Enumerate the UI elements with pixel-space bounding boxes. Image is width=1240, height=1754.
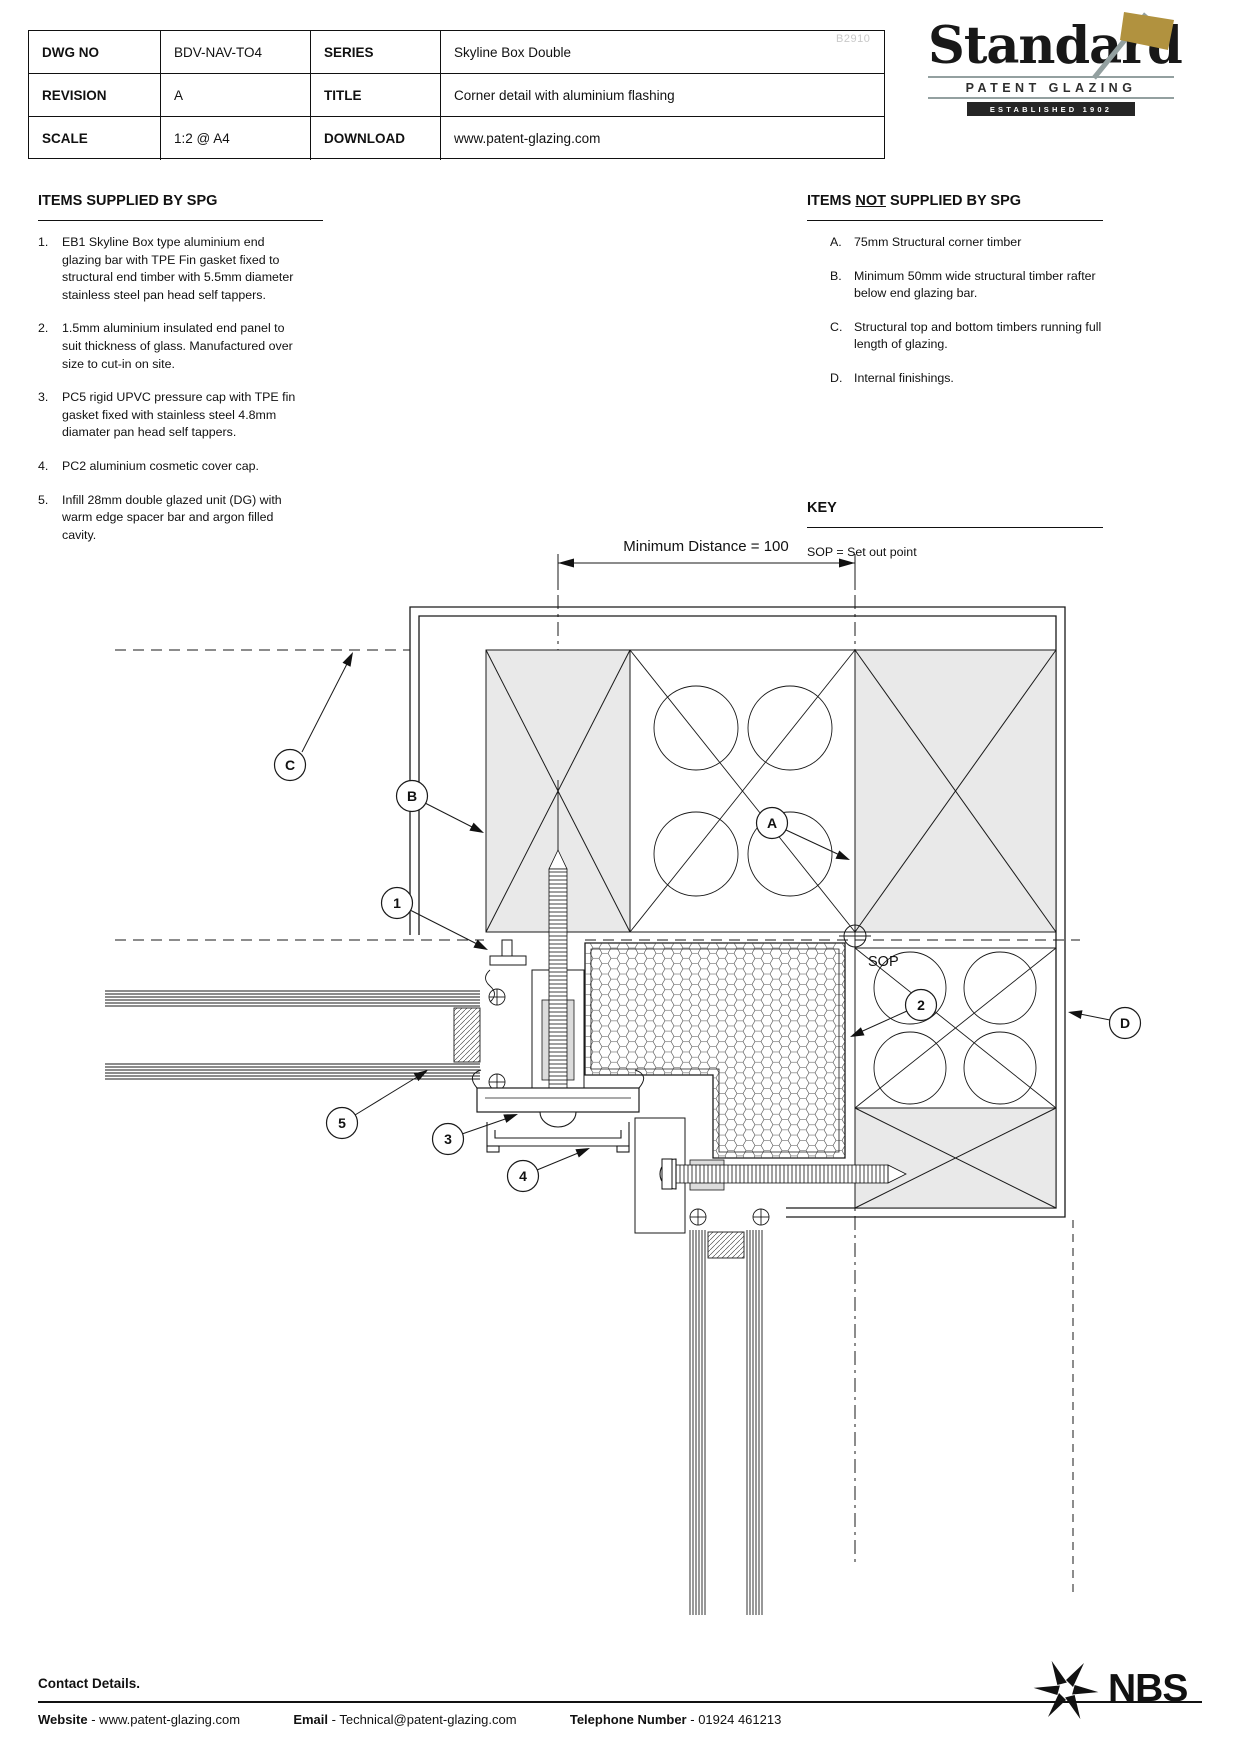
dwg-no-label: DWG NO	[29, 31, 161, 74]
phone-label: Telephone Number	[569, 1712, 687, 1727]
insulation-zone-top	[629, 649, 856, 933]
screw-head	[539, 1111, 577, 1128]
svg-text:A: A	[767, 815, 777, 831]
spacer-bar	[453, 1007, 481, 1063]
svg-text:C: C	[285, 757, 295, 773]
self-tapper-screw-horizontal	[659, 1158, 907, 1190]
spacer-bar	[707, 1231, 745, 1259]
title-block-table: DWG NO BDV-NAV-TO4 SERIES Skyline Box Do…	[28, 30, 885, 160]
svg-text:4: 4	[519, 1168, 527, 1184]
sheet-ref-note: B2910	[836, 33, 871, 45]
callout-5: 5	[325, 1070, 428, 1140]
download-label: DOWNLOAD	[311, 117, 441, 160]
website-value[interactable]: - www.patent-glazing.com	[91, 1712, 241, 1727]
flag-icon	[1092, 12, 1174, 80]
callout-3: 3	[431, 1114, 518, 1156]
pressure-cap	[471, 1069, 645, 1128]
logo-established-badge: ESTABLISHED 1902	[967, 101, 1135, 116]
nbs-logo: NBS	[1030, 1650, 1188, 1728]
title-value: Corner detail with aluminium flashing	[441, 74, 884, 117]
sop-label: SOP	[868, 954, 899, 970]
svg-text:2: 2	[917, 997, 925, 1013]
callout-c: C	[273, 652, 353, 782]
corner-detail-drawing: SOP Minimum Distance = 100 C B	[105, 538, 1142, 1615]
double-glazed-unit-vertical	[689, 1208, 770, 1615]
insulation-zone-right	[854, 947, 1057, 1109]
svg-text:D: D	[1120, 1015, 1130, 1031]
list-item: 1. EB1 Skyline Box type aluminium end gl…	[38, 235, 294, 302]
logo-subtitle: PATENT GLAZING	[928, 75, 1174, 99]
dwg-no-value: BDV-NAV-TO4	[161, 31, 311, 74]
list-item: 4. PC2 aluminium cosmetic cover cap.	[38, 459, 259, 474]
cover-cap	[486, 1122, 630, 1153]
list-item: C. Structural top and bottom timbers run…	[830, 319, 1102, 352]
svg-text:5: 5	[338, 1115, 346, 1131]
self-tapper-screw-vertical	[548, 780, 568, 1108]
footer-divider	[38, 1701, 1202, 1703]
tpe-gasket-top	[488, 988, 506, 1006]
list-item: 3. PC5 rigid UPVC pressure cap with TPE …	[38, 390, 296, 440]
nbs-flower-icon	[1033, 1660, 1099, 1720]
phone-value: - 01924 461213	[690, 1712, 782, 1727]
callout-2: 2	[850, 988, 938, 1037]
dimension-label: Minimum Distance = 100	[623, 538, 788, 555]
list-item: 5. Infill 28mm double glazed unit (DG) w…	[38, 492, 282, 542]
callout-1: 1	[380, 886, 488, 950]
website-label: Website	[38, 1712, 88, 1727]
set-out-point-marker: SOP	[839, 920, 899, 970]
timber-rafter-lower	[854, 1107, 1057, 1209]
callout-d: D	[1068, 1006, 1142, 1040]
list-item: B. Minimum 50mm wide structural timber r…	[830, 268, 1096, 301]
callout-b: B	[395, 779, 484, 833]
key-entry-sop: SOP = Set out point	[807, 545, 917, 559]
revision-value: A	[161, 74, 311, 117]
company-logo: Standard PATENT GLAZING ESTABLISHED 1902	[928, 12, 1183, 116]
double-glazed-unit-left	[105, 990, 481, 1080]
not-supplied-heading: ITEMS NOT SUPPLIED BY SPG	[807, 193, 1103, 221]
dimension-minimum-distance: Minimum Distance = 100	[557, 538, 856, 590]
nbs-wordmark: NBS	[1108, 1667, 1188, 1710]
not-supplied-list: A. 75mm Structural corner timber B. Mini…	[830, 234, 1108, 404]
title-label: TITLE	[311, 74, 441, 117]
series-value: Skyline Box Double	[441, 31, 884, 74]
insulated-end-panel	[584, 942, 846, 1159]
email-label: Email	[293, 1712, 329, 1727]
download-value[interactable]: www.patent-glazing.com	[454, 131, 601, 146]
svg-text:B: B	[407, 788, 417, 804]
end-glazing-bar	[485, 939, 585, 1101]
callout-a: A	[755, 806, 850, 860]
supplied-list: 1. EB1 Skyline Box type aluminium end gl…	[38, 234, 306, 561]
series-label: SERIES	[311, 31, 441, 74]
email-value[interactable]: - Technical@patent-glazing.com	[331, 1712, 517, 1727]
list-item: 2. 1.5mm aluminium insulated end panel t…	[38, 321, 293, 371]
key-heading: KEY	[807, 500, 1103, 528]
list-item: D. Internal finishings.	[830, 371, 954, 386]
scale-label: SCALE	[29, 117, 161, 160]
footer-contact-row: Website - www.patent-glazing.com Email -…	[38, 1712, 781, 1727]
gasket	[689, 1208, 770, 1226]
scale-value: 1:2 @ A4	[161, 117, 311, 160]
contact-details-heading: Contact Details.	[38, 1676, 141, 1691]
callouts: C B A 1	[273, 652, 1142, 1193]
svg-text:1: 1	[393, 895, 401, 911]
svg-text:3: 3	[444, 1131, 452, 1147]
timber-corner-a	[854, 649, 1057, 933]
list-item: A. 75mm Structural corner timber	[830, 235, 1022, 249]
callout-4: 4	[506, 1148, 590, 1193]
supplied-heading: ITEMS SUPPLIED BY SPG	[38, 193, 323, 221]
revision-label: REVISION	[29, 74, 161, 117]
